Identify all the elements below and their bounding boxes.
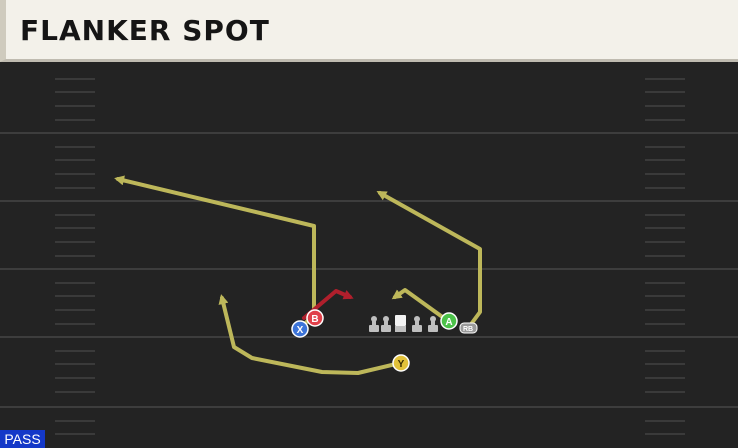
play-title: FLANKER SPOT [20,14,270,47]
player-rb-label: RB [463,326,473,333]
player-y[interactable]: Y [392,354,410,372]
route-rb [376,191,482,329]
player-a-icon [440,312,458,330]
play-field [0,62,738,448]
route-a [391,288,450,323]
player-a-label: A [445,317,452,328]
lineman-icon [381,316,391,332]
yard-lines [0,132,738,408]
player-a[interactable]: A [440,312,458,330]
lineman-icon [428,316,438,332]
player-y-icon [392,354,410,372]
route-y [218,294,402,375]
player-rb-icon [459,322,478,334]
title-bar: FLANKER SPOT [0,0,738,62]
player-y-label: Y [398,359,405,370]
center-icon [395,315,406,332]
routes [114,175,482,375]
route-b-hot [302,289,354,320]
lineman-icon [369,316,379,332]
player-b[interactable]: B [306,309,324,327]
player-x[interactable]: X [291,320,309,338]
player-x-label: X [297,325,304,336]
player-b-icon [306,309,324,327]
play-type-badge: PASS [0,430,45,448]
player-x-icon [291,320,309,338]
offensive-line [369,315,438,332]
hash-marks-left [55,78,95,435]
lineman-icon [412,316,422,332]
hash-marks-right [645,78,685,435]
player-rb[interactable]: RB [459,322,478,334]
player-b-label: B [311,314,318,325]
